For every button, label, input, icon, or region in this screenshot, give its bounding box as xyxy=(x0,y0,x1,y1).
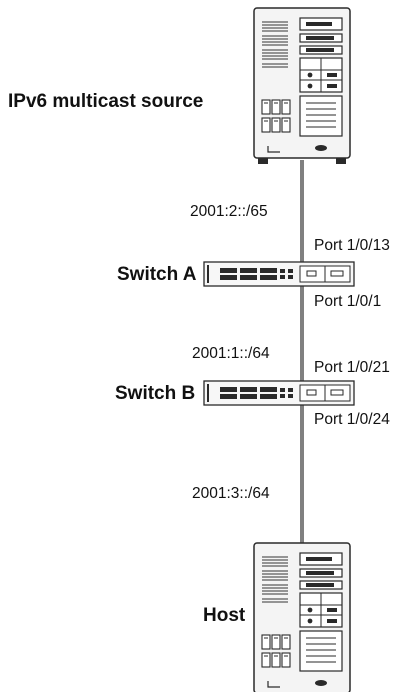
source-server-icon xyxy=(254,8,350,164)
port-a-upper: Port 1/0/13 xyxy=(314,238,390,254)
link-label-a-b: 2001:1::/64 xyxy=(192,346,270,362)
host-label: Host xyxy=(203,606,245,625)
switch-b-label: Switch B xyxy=(115,384,195,403)
switch-a-label: Switch A xyxy=(117,265,197,284)
switch-a-icon xyxy=(204,262,354,286)
port-b-lower: Port 1/0/24 xyxy=(314,412,390,428)
link-label-source-a: 2001:2::/65 xyxy=(190,204,268,220)
switch-b-icon xyxy=(204,381,354,405)
host-server-icon xyxy=(254,543,350,692)
port-b-upper: Port 1/0/21 xyxy=(314,360,390,376)
source-label: IPv6 multicast source xyxy=(8,92,203,111)
link-label-b-host: 2001:3::/64 xyxy=(192,486,270,502)
port-a-lower: Port 1/0/1 xyxy=(314,294,381,310)
